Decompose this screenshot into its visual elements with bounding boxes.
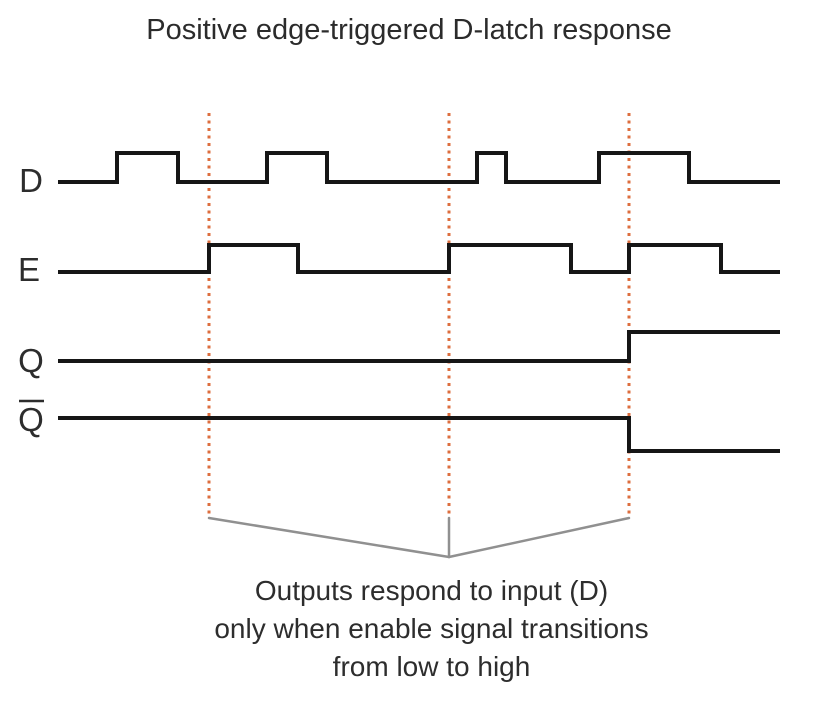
bracket-left-segment (207, 516, 451, 559)
enable-edge-marker-lines (207, 113, 631, 515)
signal-q-label: Q (18, 342, 44, 379)
signal-e-waveform (58, 243, 780, 274)
signal-d-waveform (58, 151, 780, 184)
diagram-title: Positive edge-triggered D-latch response (146, 14, 672, 46)
annotation-bracket (207, 516, 631, 559)
signal-e-label: E (18, 251, 40, 288)
annotation-line-3: from low to high (332, 651, 531, 682)
annotation-text: Outputs respond to input (D) only when e… (0, 572, 818, 686)
signal-labels: D E QQ (18, 162, 44, 438)
signal-q-bar-waveform (58, 416, 780, 453)
signal-q-waveform (58, 330, 780, 363)
signal-q-bar-label: Q (18, 401, 44, 438)
signal-waveforms (58, 151, 780, 453)
annotation-line-2: only when enable signal transitions (214, 613, 649, 644)
annotation-line-1: Outputs respond to input (D) (254, 575, 609, 606)
signal-d-label: D (19, 162, 43, 199)
bracket-right-segment (447, 516, 631, 559)
